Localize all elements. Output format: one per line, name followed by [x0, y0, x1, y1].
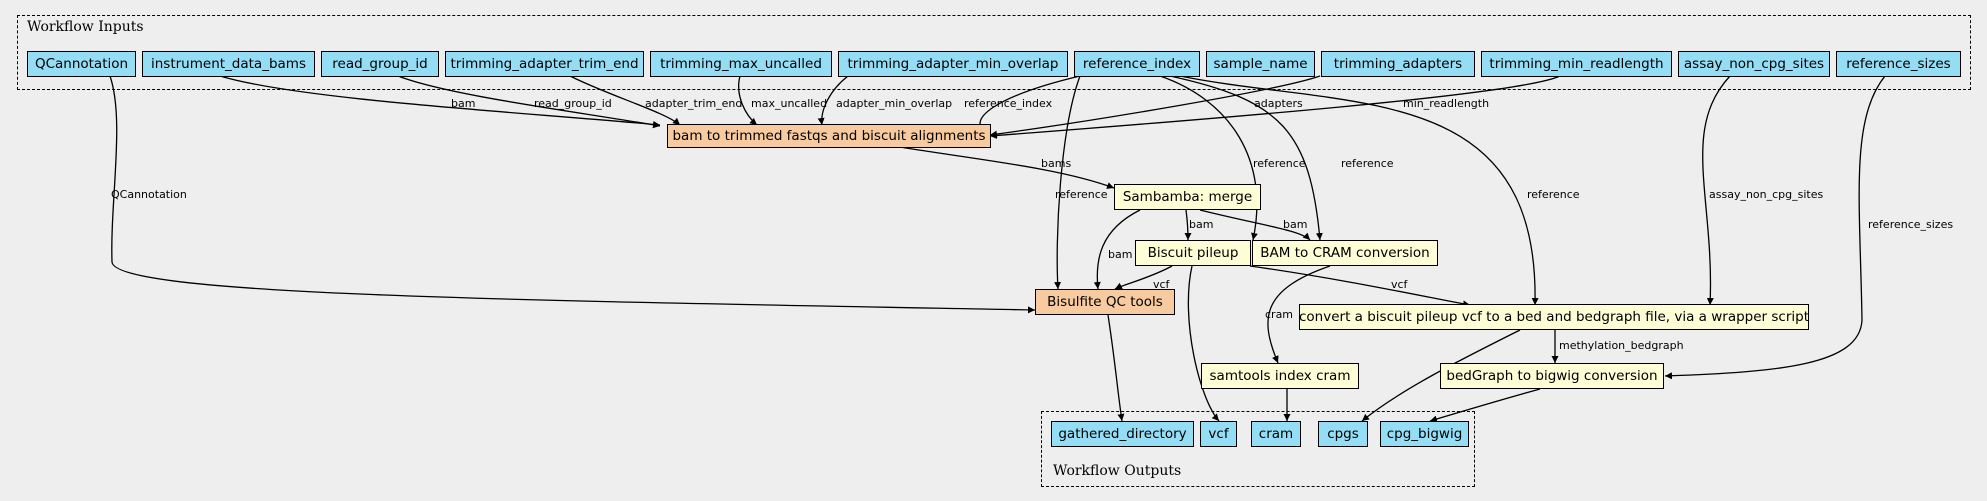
input-qcannotation[interactable]: QCannotation [27, 51, 136, 77]
input-sample-name[interactable]: sample_name [1206, 51, 1315, 77]
edge-bedgraph-to-cpgs [1361, 329, 1521, 422]
edge-pileup-to-bedgraph [1249, 265, 1471, 308]
edge-reference-to-pileup [1159, 75, 1258, 241]
edge-max-uncalled-to-trim [738, 75, 758, 126]
edge-label-read-group-id: read_group_id [534, 97, 612, 110]
edge-label-qcannotation: QCannotation [111, 188, 187, 201]
input-assay-non-cpg-sites[interactable]: assay_non_cpg_sites [1678, 51, 1830, 77]
edge-label-min-readlength: min_readlength [1403, 97, 1490, 110]
input-trimming-max-uncalled[interactable]: trimming_max_uncalled [650, 51, 832, 77]
edge-label-pileup-vcf-bedgraph: vcf [1391, 278, 1408, 291]
input-read-group-id[interactable]: read_group_id [321, 51, 439, 77]
edge-reference-to-cram [1169, 75, 1323, 241]
workflow-inputs-cluster [17, 15, 1971, 90]
step-bedgraph-wrapper[interactable]: convert a biscuit pileup vcf to a bed an… [1299, 304, 1809, 330]
edge-adapters-to-trim [989, 75, 1321, 138]
edge-label-bam: bam [451, 97, 476, 110]
edge-merge-to-pileup [1184, 209, 1192, 241]
edge-sizes-to-bigwig [1664, 75, 1886, 380]
step-sambamba-merge[interactable]: Sambamba: merge [1114, 184, 1261, 210]
edge-merge-to-qc [1093, 209, 1141, 290]
edge-label-reference-cram: reference [1341, 157, 1394, 170]
output-cram[interactable]: cram [1251, 421, 1301, 447]
input-trimming-adapters[interactable]: trimming_adapters [1321, 51, 1475, 77]
edge-label-assay-non-cpg-sites: assay_non_cpg_sites [1709, 188, 1824, 201]
edge-label-methylation-bedgraph: methylation_bedgraph [1559, 339, 1684, 352]
edge-label-merge-bam-qc: bam [1108, 248, 1133, 261]
output-vcf[interactable]: vcf [1200, 421, 1237, 447]
edge-label-reference-bedgraph: reference [1527, 188, 1580, 201]
edge-trim-to-merge [899, 146, 1115, 189]
workflow-outputs-cluster [1041, 411, 1475, 487]
edge-instrument-bams-to-trim [219, 75, 661, 128]
edge-merge-to-cram [1199, 209, 1311, 241]
input-trimming-min-readlength[interactable]: trimming_min_readlength [1481, 51, 1672, 77]
workflow-outputs-title: Workflow Outputs [1053, 463, 1182, 479]
input-trimming-adapter-trim-end[interactable]: trimming_adapter_trim_end [445, 51, 644, 77]
edge-cram-to-index [1267, 265, 1331, 364]
edge-label-reference-qc: reference [1055, 188, 1108, 201]
step-bedgraph-to-bigwig[interactable]: bedGraph to bigwig conversion [1440, 363, 1664, 389]
input-trimming-adapter-min-overlap[interactable]: trimming_adapter_min_overlap [838, 51, 1068, 77]
edge-label-pileup-vcf-qc: vcf [1153, 278, 1170, 291]
edge-assay-to-bedgraph [1702, 75, 1731, 306]
edge-label-adapter-min-overlap: adapter_min_overlap [836, 97, 953, 110]
edge-label-cram-out: cram [1265, 308, 1294, 321]
output-gathered-directory[interactable]: gathered_directory [1051, 421, 1194, 447]
edge-label-merge-bam-pileup: bam [1189, 218, 1214, 231]
edge-pileup-to-vcf [1187, 265, 1220, 422]
edge-label-max-uncalled: max_uncalled [751, 97, 828, 110]
step-bisulfite-qc[interactable]: Bisulfite QC tools [1035, 289, 1175, 315]
edge-label-reference-sizes: reference_sizes [1868, 218, 1954, 231]
input-reference-index[interactable]: reference_index [1074, 51, 1200, 77]
edge-label-merge-bam-cram: bam [1283, 218, 1308, 231]
edge-bigwig-to-cpg-bigwig [1429, 388, 1541, 423]
input-instrument-data-bams[interactable]: instrument_data_bams [142, 51, 315, 77]
edge-qc-to-gathered [1107, 314, 1125, 422]
output-cpg-bigwig[interactable]: cpg_bigwig [1380, 421, 1469, 447]
edge-label-reference-index: reference_index [964, 97, 1053, 110]
edge-trim-end-to-trim [569, 75, 681, 126]
edge-min-readlength-to-trim [989, 75, 1561, 139]
edge-min-overlap-to-trim [817, 75, 849, 126]
step-biscuit-pileup[interactable]: Biscuit pileup [1135, 240, 1251, 266]
edge-label-bams: bams [1041, 157, 1072, 170]
edge-label-adapter-trim-end: adapter_trim_end [645, 97, 743, 110]
edge-read-group-to-trim [397, 75, 661, 129]
input-reference-sizes[interactable]: reference_sizes [1836, 51, 1961, 77]
edge-reference-to-bedgraph [1179, 75, 1539, 306]
step-samtools-index-cram[interactable]: samtools index cram [1201, 363, 1359, 389]
output-cpgs[interactable]: cpgs [1318, 421, 1368, 447]
step-bam-to-cram[interactable]: BAM to CRAM conversion [1252, 240, 1438, 266]
edge-pileup-to-qc [1114, 265, 1173, 290]
edge-reference-to-qc [1054, 75, 1081, 290]
step-trim-align[interactable]: bam to trimmed fastqs and biscuit alignm… [667, 124, 991, 148]
workflow-inputs-title: Workflow Inputs [27, 19, 144, 35]
edge-label-reference-pileup: reference [1253, 157, 1306, 170]
edge-label-adapters: adapters [1254, 97, 1303, 110]
edge-qcannotation-to-qc [109, 75, 1036, 314]
